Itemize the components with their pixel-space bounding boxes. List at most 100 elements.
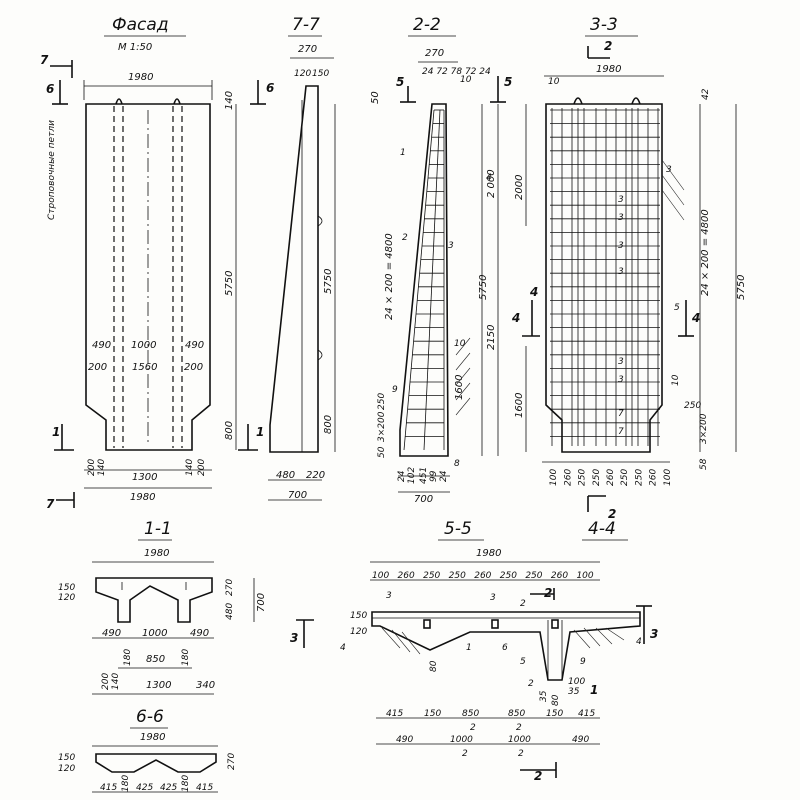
s55-row1-dim: 850 bbox=[508, 709, 525, 719]
section-outline bbox=[95, 753, 217, 773]
s55-b100: 100 bbox=[568, 677, 585, 687]
s55-b80b: 80 bbox=[551, 694, 561, 706]
cut-mark-4: 4 bbox=[529, 285, 538, 299]
s55-top-dim: 250 bbox=[525, 571, 542, 581]
facade-b140a: 140 bbox=[97, 459, 107, 476]
note-lifting-loops: Строповочные петли bbox=[47, 120, 57, 220]
title-facade: Фасад bbox=[112, 15, 169, 35]
s33-h58: 58 bbox=[699, 458, 709, 470]
cut-mark-2: 2 bbox=[608, 507, 616, 521]
s22-pos1: 1 bbox=[400, 148, 406, 158]
rebar-bar bbox=[551, 619, 559, 629]
s33-pos3: 3 bbox=[618, 241, 624, 251]
panel-outline bbox=[85, 103, 211, 451]
facade-bottom-width: 1980 bbox=[130, 492, 155, 503]
s11-top: 1980 bbox=[144, 548, 169, 559]
s55-pos4: 4 bbox=[340, 643, 346, 653]
cut-mark-1: 1 bbox=[52, 425, 60, 439]
s11-h480: 480 bbox=[225, 603, 235, 620]
facade-w200a: 200 bbox=[88, 362, 107, 373]
s22-b99: 99 bbox=[429, 470, 439, 482]
s33-bottom-dim: 260 bbox=[649, 469, 659, 486]
s77-top: 270 bbox=[298, 44, 317, 55]
rebar-line bbox=[403, 109, 435, 451]
facade-top-width: 1980 bbox=[128, 72, 153, 83]
s55-row2-count: 2 bbox=[462, 749, 468, 759]
s33-h5750: 5750 bbox=[736, 275, 747, 300]
leader-hatch bbox=[455, 337, 471, 416]
s22-b700: 700 bbox=[414, 494, 433, 505]
s11-h150: 150 bbox=[58, 583, 75, 593]
cut-mark-5: 5 bbox=[504, 75, 512, 89]
s33-bottom-dim: 250 bbox=[620, 469, 630, 486]
s55-top-dim: 260 bbox=[551, 571, 568, 581]
s33-pos3: 3 bbox=[618, 375, 624, 385]
s22-top: 270 bbox=[425, 48, 444, 59]
s66-b180b: 180 bbox=[181, 775, 191, 792]
s55-top-dim: 260 bbox=[398, 571, 415, 581]
cut-mark-4: 4 bbox=[691, 311, 700, 325]
lifting-loop bbox=[173, 98, 181, 105]
rebar-line bbox=[423, 109, 441, 451]
s55-row1-dim: 150 bbox=[546, 709, 563, 719]
s33-h3x200: 3×200 bbox=[699, 413, 709, 444]
s11-h700: 700 bbox=[256, 593, 267, 612]
facade-h800: 800 bbox=[224, 421, 235, 440]
s11-b340: 340 bbox=[196, 680, 215, 691]
s33-pos3: 3 bbox=[618, 357, 624, 367]
s22-h50: 50 bbox=[370, 91, 381, 104]
s33-pos3: 3 bbox=[618, 267, 624, 277]
s22-b24: 24 bbox=[397, 470, 407, 482]
facade-w1560: 1560 bbox=[132, 362, 157, 373]
s22-pos2: 2 bbox=[402, 233, 408, 243]
facade-view: 7 6 1980 Строповочные петли 490 1000 490… bbox=[40, 53, 274, 511]
s33-h2000: 2000 bbox=[514, 175, 525, 200]
s22-h250: 250 bbox=[377, 393, 387, 410]
lifting-loop bbox=[115, 98, 123, 105]
s55-b80: 80 bbox=[429, 660, 439, 672]
section-2-2: 270 24 72 78 72 24 5 5 10 50 24 × 200 = … bbox=[370, 48, 512, 505]
s33-pos3-callout: 3 bbox=[666, 165, 672, 175]
s33-pos3: 3 bbox=[618, 195, 624, 205]
s33-bottom-dim: 250 bbox=[634, 469, 644, 486]
s55-pos2: 2 bbox=[528, 679, 534, 689]
s33-bottom-dim: 250 bbox=[578, 469, 588, 486]
title-section-2-2: 2-2 bbox=[413, 15, 441, 35]
s33-top: 1980 bbox=[596, 64, 621, 75]
title-section-3-3: 3-3 bbox=[590, 15, 618, 35]
s11-h120: 120 bbox=[58, 593, 75, 603]
s22-h2000: 2 000 bbox=[486, 169, 497, 198]
s55-top-dim: 250 bbox=[449, 571, 466, 581]
s66-b180a: 180 bbox=[121, 775, 131, 792]
title-section-4-4: 4-4 bbox=[588, 519, 616, 539]
s22-grid: 24 × 200 = 4800 bbox=[384, 233, 395, 320]
s55-row1-dim: 850 bbox=[462, 709, 479, 719]
s11-b1300: 1300 bbox=[146, 680, 171, 691]
s66-b425b: 425 bbox=[160, 783, 177, 793]
s33-pos7: 7 bbox=[618, 427, 624, 437]
cut-mark-2: 2 bbox=[534, 769, 542, 783]
lifting-loop bbox=[573, 97, 583, 105]
s33-pos3: 3 bbox=[618, 213, 624, 223]
cut-mark-4: 4 bbox=[511, 311, 520, 325]
facade-b200b: 200 bbox=[197, 459, 207, 476]
s55-top-dim: 100 bbox=[576, 571, 593, 581]
s55-h120: 120 bbox=[350, 627, 367, 637]
s11-b200: 200 bbox=[101, 673, 111, 690]
rebar-cage bbox=[403, 109, 445, 451]
s55-pos1: 1 bbox=[466, 643, 472, 653]
s11-b140: 140 bbox=[111, 673, 121, 690]
s33-bottom-dim: 250 bbox=[592, 469, 602, 486]
s55-row1-dim: 415 bbox=[578, 709, 595, 719]
s33-bottom-dim: 100 bbox=[549, 469, 559, 486]
s55-pos6: 6 bbox=[502, 643, 508, 653]
facade-b140b: 140 bbox=[185, 459, 195, 476]
loop-symbol bbox=[317, 215, 323, 227]
title-section-6-6: 6-6 bbox=[136, 707, 164, 727]
s55-row1-dim: 150 bbox=[424, 709, 441, 719]
section-outline bbox=[399, 103, 449, 457]
s55-row2-dim: 1000 bbox=[508, 735, 531, 745]
